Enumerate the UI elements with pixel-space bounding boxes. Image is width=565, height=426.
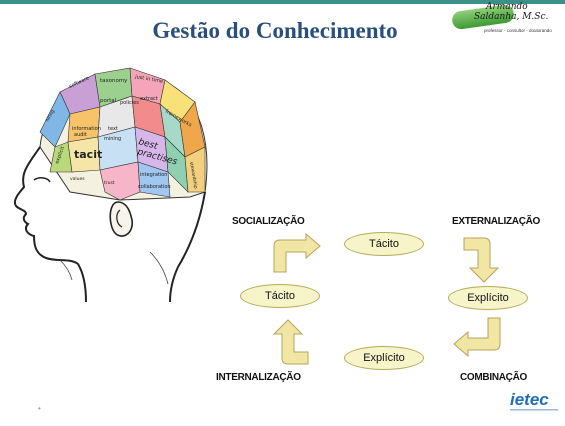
phrenology-head-illustration: software taxonomy just in time portal po… bbox=[14, 67, 208, 302]
brain-zone-words: software taxonomy just in time portal po… bbox=[45, 74, 199, 190]
svg-text:text: text bbox=[108, 126, 118, 132]
svg-text:taxonomy: taxonomy bbox=[100, 78, 128, 84]
label-combinacao: COMBINAÇÃO bbox=[460, 372, 527, 383]
node-explicito-bottom: Explícito bbox=[344, 346, 424, 370]
svg-text:portal: portal bbox=[100, 98, 117, 104]
svg-text:explicit: explicit bbox=[54, 146, 66, 165]
svg-text:information: information bbox=[72, 126, 101, 132]
svg-text:integration: integration bbox=[140, 172, 167, 178]
signature-line-1: Armando bbox=[486, 2, 528, 12]
svg-text:best: best bbox=[137, 137, 159, 152]
arrow-internalizacao-icon bbox=[272, 319, 309, 365]
svg-text:stewardship: stewardship bbox=[188, 161, 199, 189]
svg-text:policies: policies bbox=[120, 100, 139, 106]
ietec-logo: ietec bbox=[508, 386, 562, 414]
node-tacito-left: Tácito bbox=[240, 284, 320, 308]
ear bbox=[109, 201, 134, 237]
svg-text:extract: extract bbox=[140, 96, 158, 102]
svg-text:just in time: just in time bbox=[134, 74, 164, 85]
node-tacito-top: Tácito bbox=[344, 232, 424, 256]
node-explicito-right: Explícito bbox=[448, 286, 528, 310]
svg-text:hiring: hiring bbox=[45, 109, 57, 123]
arrow-externalizacao-icon bbox=[463, 237, 500, 283]
label-internalizacao: INTERNALIZAÇÃO bbox=[216, 372, 301, 383]
slide-bullet: • bbox=[38, 404, 41, 413]
svg-text:trust: trust bbox=[104, 180, 115, 186]
arrow-combinacao-icon bbox=[453, 317, 501, 358]
svg-text:audit: audit bbox=[74, 132, 87, 138]
top-rule bbox=[0, 0, 565, 4]
face-profile bbox=[14, 146, 87, 302]
svg-text:tacit: tacit bbox=[74, 148, 102, 161]
brain-zones bbox=[39, 67, 208, 201]
arrow-socializacao-icon bbox=[273, 232, 321, 273]
signature: Armando Saldanha, M.Sc. bbox=[474, 2, 548, 22]
svg-text:collaboration: collaboration bbox=[138, 184, 171, 190]
logo-subtitle: professor - consultor - doutorando bbox=[484, 28, 552, 33]
eye bbox=[33, 177, 51, 183]
label-externalizacao: EXTERNALIZAÇÃO bbox=[452, 216, 541, 227]
svg-text:values: values bbox=[70, 176, 85, 182]
svg-text:mining: mining bbox=[104, 136, 121, 142]
slide-title: Gestão do Conhecimento bbox=[152, 18, 398, 43]
author-logo: Armando Saldanha, M.Sc. professor - cons… bbox=[450, 2, 562, 36]
ietec-brand-name: ietec bbox=[510, 390, 549, 409]
signature-line-2: Saldanha, M.Sc. bbox=[474, 12, 549, 22]
label-socializacao: SOCIALIZAÇÃO bbox=[232, 216, 305, 227]
